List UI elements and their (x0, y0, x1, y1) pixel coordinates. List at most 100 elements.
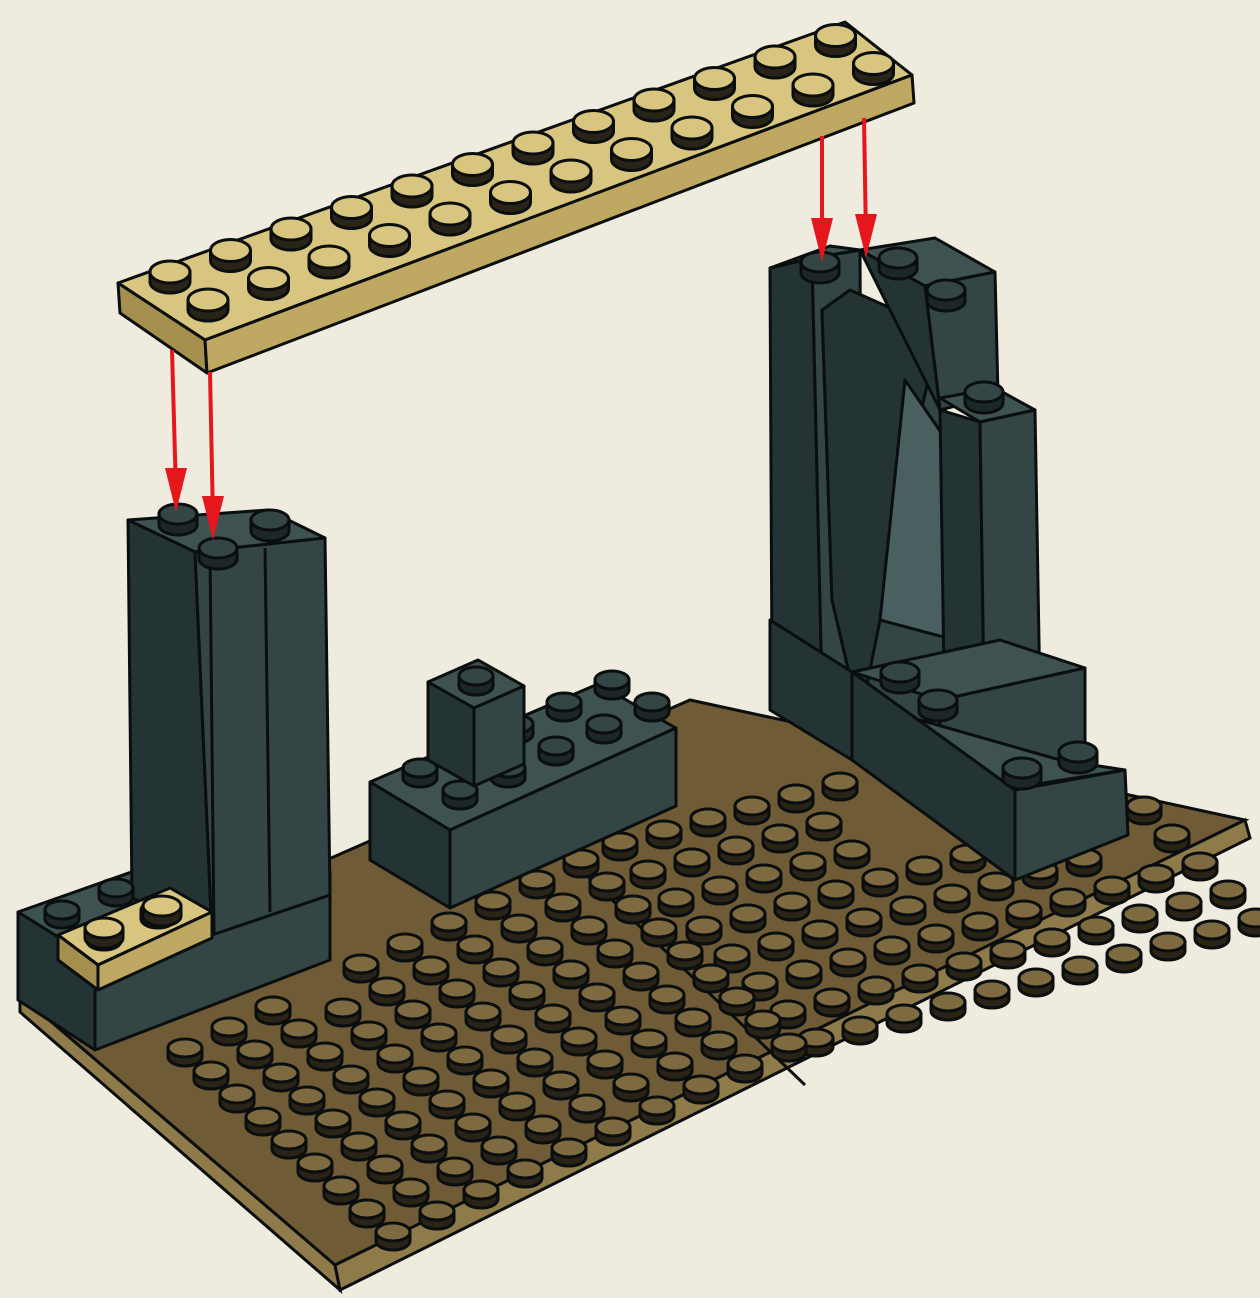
stud (731, 905, 765, 932)
stud (672, 117, 712, 149)
stud (668, 942, 702, 969)
stud (580, 984, 614, 1011)
stud (907, 857, 941, 884)
stud (238, 1041, 272, 1068)
stud (590, 873, 624, 900)
stud (927, 280, 965, 311)
stud (430, 203, 470, 235)
stud (352, 1022, 386, 1049)
stud (412, 1135, 446, 1162)
stud (965, 382, 1003, 413)
stud (831, 949, 865, 976)
stud (819, 881, 853, 908)
stud (991, 941, 1025, 968)
stud (791, 853, 825, 880)
stud (448, 1047, 482, 1074)
stud (510, 982, 544, 1009)
stud (684, 1076, 718, 1103)
red-arrow (855, 118, 877, 258)
stud (598, 940, 632, 967)
stud (703, 877, 737, 904)
stud (612, 139, 652, 171)
stud (344, 955, 378, 982)
stud (453, 154, 493, 186)
stud (624, 963, 658, 990)
stud (775, 893, 809, 920)
stud (438, 1158, 472, 1185)
stud (85, 918, 123, 948)
stud (290, 1087, 324, 1114)
stud (1063, 957, 1097, 984)
stud (552, 1139, 586, 1166)
stud (574, 111, 614, 143)
stud (326, 999, 360, 1026)
stud (272, 1131, 306, 1158)
stud (474, 1070, 508, 1097)
stud (702, 1032, 736, 1059)
stud (459, 667, 493, 695)
stud (975, 981, 1009, 1008)
stud (1195, 921, 1229, 948)
stud (368, 1156, 402, 1183)
stud (1139, 865, 1173, 892)
stud (647, 821, 681, 848)
stud (392, 175, 432, 207)
red-arrow (165, 350, 187, 512)
stud (572, 917, 606, 944)
stud (1007, 901, 1041, 928)
stud (793, 74, 833, 106)
stud (388, 934, 422, 961)
stud (691, 809, 725, 836)
stud (396, 1001, 430, 1028)
stud (835, 841, 869, 868)
stud (308, 1043, 342, 1070)
stud (394, 1179, 428, 1206)
stud (492, 1026, 526, 1053)
stud (658, 1053, 692, 1080)
stud (194, 1062, 228, 1089)
stud (547, 693, 581, 721)
stud (614, 1074, 648, 1101)
stud (99, 879, 133, 906)
stud (947, 953, 981, 980)
stud (271, 218, 311, 250)
stud (616, 896, 650, 923)
stud (733, 96, 773, 128)
stud (324, 1177, 358, 1204)
stud (720, 988, 754, 1015)
stud (360, 1089, 394, 1116)
stud (342, 1133, 376, 1160)
stud (847, 909, 881, 936)
stud (370, 978, 404, 1005)
stud (779, 785, 813, 812)
stud (787, 961, 821, 988)
stud (562, 1028, 596, 1055)
stud (755, 46, 795, 78)
stud (1003, 758, 1041, 789)
stud (334, 1066, 368, 1093)
stud (1155, 825, 1189, 852)
stud (199, 538, 237, 569)
stud (466, 1003, 500, 1030)
stud (264, 1064, 298, 1091)
stud (298, 1154, 332, 1181)
stud (640, 1097, 674, 1124)
stud (1183, 853, 1217, 880)
stud (854, 53, 894, 85)
stud (675, 849, 709, 876)
stud (464, 1181, 498, 1208)
stud (687, 917, 721, 944)
stud (513, 132, 553, 164)
stud (1123, 905, 1157, 932)
stud (1151, 933, 1185, 960)
stud (458, 936, 492, 963)
stud (143, 896, 181, 926)
stud (587, 715, 621, 743)
stud (919, 690, 957, 721)
stud (635, 693, 669, 721)
stud (551, 160, 591, 192)
middle-1x1-stud (459, 667, 493, 695)
stud (376, 1223, 410, 1250)
stud (606, 1007, 640, 1034)
